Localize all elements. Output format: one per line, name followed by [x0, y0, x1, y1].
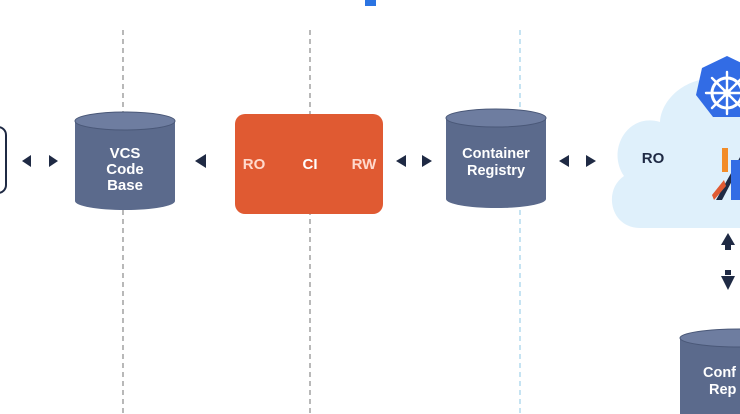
ci-rw-label: RW — [352, 156, 378, 173]
source-box-partial — [0, 126, 7, 194]
vcs-label-line-2: Code — [106, 161, 144, 178]
ci-label: CI — [303, 156, 318, 173]
registry-label-line-2: Registry — [467, 163, 525, 179]
cloud-ro-label: RO — [642, 150, 665, 167]
vcs-code-base-db: VCS Code Base — [74, 111, 176, 210]
ci-ro-label: RO — [243, 156, 266, 173]
argo-deploy-icon — [712, 148, 740, 200]
arrow-registry-cloud — [559, 155, 596, 167]
vcs-label-line-3: Base — [107, 177, 143, 194]
kubernetes-icon — [696, 56, 740, 117]
config-label-line-1: Conf — [703, 365, 736, 381]
registry-label-line-1: Container — [462, 146, 530, 162]
container-registry-db: Container Registry — [445, 108, 547, 208]
arrow-ci-registry — [396, 155, 432, 167]
arrow-source-vcs — [22, 155, 58, 167]
top-accent-bar — [365, 0, 376, 6]
vcs-label-line-1: VCS — [110, 145, 141, 162]
arrow-ci-to-vcs — [195, 154, 206, 168]
arrow-cloud-config — [721, 233, 735, 290]
ci-stage-box: RO CI RW — [235, 114, 383, 214]
config-label-line-2: Rep — [709, 382, 737, 398]
config-repo-db: Conf Rep — [679, 328, 740, 414]
